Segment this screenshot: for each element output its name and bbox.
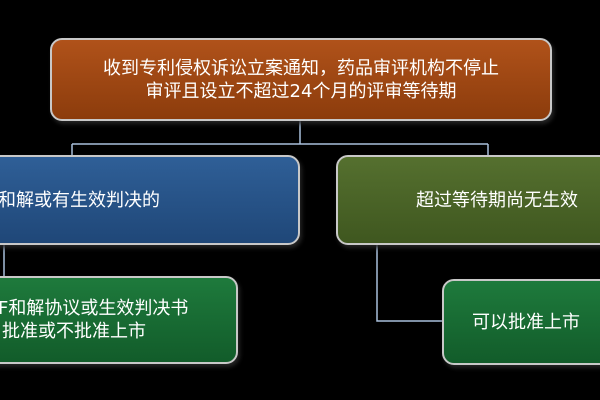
left-child-node: F和解协议或生效判决书 批准或不批准上市 [0, 276, 238, 364]
root-node-line-1: 收到专利侵权诉讼立案通知，药品审评机构不停止 [103, 57, 499, 79]
right-branch-text: 超过等待期尚无生效 [416, 189, 578, 211]
left-branch-text: 的和解或有生效判决的 [0, 189, 160, 211]
left-child-line-1: F和解协议或生效判决书 [0, 298, 189, 319]
right-branch-node: 超过等待期尚无生效 [336, 155, 600, 245]
root-node: 收到专利侵权诉讼立案通知，药品审评机构不停止 审评且设立不超过24个月的评审等待… [50, 38, 552, 121]
right-child-node: 可以批准上市 [442, 279, 600, 365]
left-child-line-2: 批准或不批准上市 [2, 321, 146, 342]
left-branch-node: 的和解或有生效判决的 [0, 155, 300, 245]
right-child-text: 可以批准上市 [472, 311, 580, 333]
root-node-text: 收到专利侵权诉讼立案通知，药品审评机构不停止 审评且设立不超过24个月的评审等待… [103, 57, 499, 103]
root-node-line-2: 审评且设立不超过24个月的评审等待期 [145, 80, 457, 102]
left-child-text: F和解协议或生效判决书 批准或不批准上市 [0, 297, 188, 343]
connector-root-to-branches [71, 121, 489, 155]
connector-right-to-child [376, 245, 442, 322]
